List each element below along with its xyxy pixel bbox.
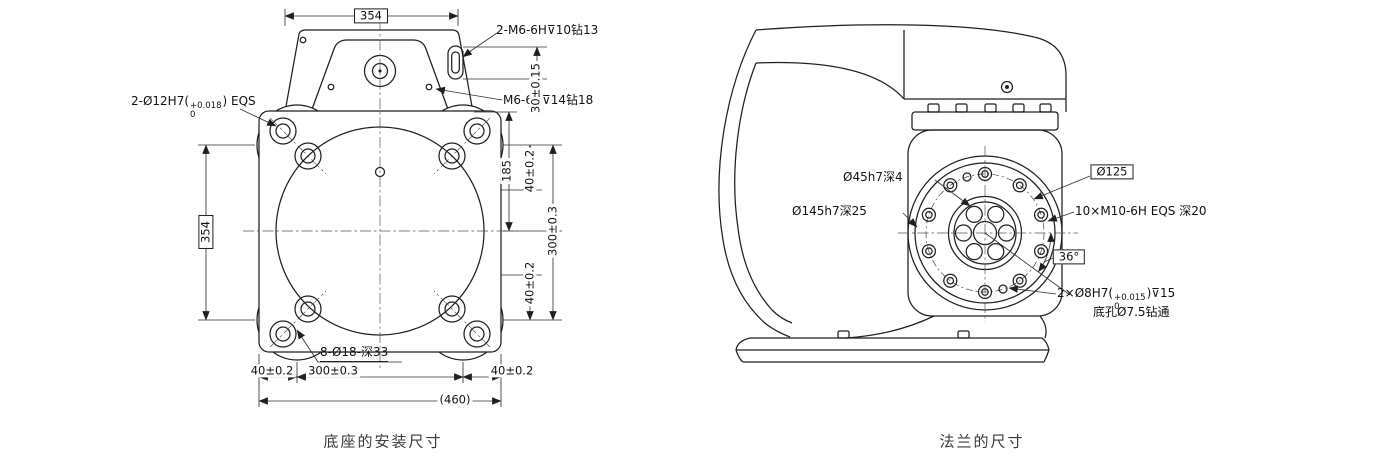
flange-face	[898, 146, 1078, 322]
slot-inner	[451, 51, 460, 74]
dim-300-bottom: 300±0.3	[306, 363, 360, 378]
flange-leaders	[902, 175, 1091, 295]
note-pilot-hole: 底孔Ø7.5钻通	[1093, 305, 1170, 319]
note-tapped-hole-1: M6-6H⊽14钻18	[503, 93, 594, 107]
dim-angle-36: 36°	[1052, 249, 1086, 265]
base-corner-holes	[269, 117, 491, 348]
flange-tolerance-upper: +0.015	[1114, 293, 1146, 303]
note-counterbore-holes: 8-Ø18-深33	[320, 345, 389, 362]
dim-slot-position: 30±0.15	[528, 61, 543, 115]
dim-40-right-bottom: 40±0.2	[522, 259, 537, 307]
dim-left-height: 354	[198, 215, 214, 249]
dim-300-right: 300±0.3	[545, 204, 560, 258]
slot-outer	[447, 45, 464, 80]
note-tapped-holes: 10×M10-6H EQS 深20	[1075, 204, 1207, 218]
tolerance-lower: 0	[190, 109, 196, 120]
flange-dowel-holes	[962, 172, 1008, 294]
robot-arm-outline	[718, 24, 1067, 363]
base-leaders	[239, 32, 503, 363]
base-centerlines	[243, 20, 517, 370]
base-dimensions	[198, 9, 562, 407]
dim-40-bottom-right: 40±0.2	[488, 363, 536, 378]
base-top-bracket	[284, 29, 474, 113]
dim-40-right-top: 40±0.2	[522, 147, 537, 195]
angle-dimension	[984, 232, 1071, 296]
flange-tolerance-lower: 0	[1114, 301, 1120, 312]
flange-dowel-suffix: )⊽15	[1146, 286, 1176, 300]
flange-view	[718, 24, 1091, 363]
dim-overall-width: (460)	[437, 392, 473, 407]
dim-40-bottom-left: 40±0.2	[248, 363, 296, 378]
dim-185: 185	[499, 158, 514, 184]
dowel-note-suffix: ) EQS	[222, 94, 256, 108]
dowel-note-prefix: 2-Ø12H7(	[131, 94, 190, 108]
flange-dowel-prefix: 2×Ø8H7(	[1057, 286, 1114, 300]
dim-top-width: 354	[354, 8, 388, 24]
dim-bolt-circle-diameter: Ø125	[1090, 164, 1134, 180]
caption-base-view: 底座的安装尺寸	[323, 432, 443, 451]
note-recess-diameter: Ø145h7深25	[792, 204, 867, 218]
wrist-band	[911, 111, 1059, 131]
caption-flange-view: 法兰的尺寸	[939, 432, 1025, 451]
note-tapped-holes-2: 2-M6-6H⊽10钻13	[496, 23, 599, 37]
base-mounting-view	[198, 9, 562, 407]
tolerance-upper: +0.018	[190, 101, 222, 111]
note-spigot-diameter: Ø45h7深4	[843, 170, 903, 184]
